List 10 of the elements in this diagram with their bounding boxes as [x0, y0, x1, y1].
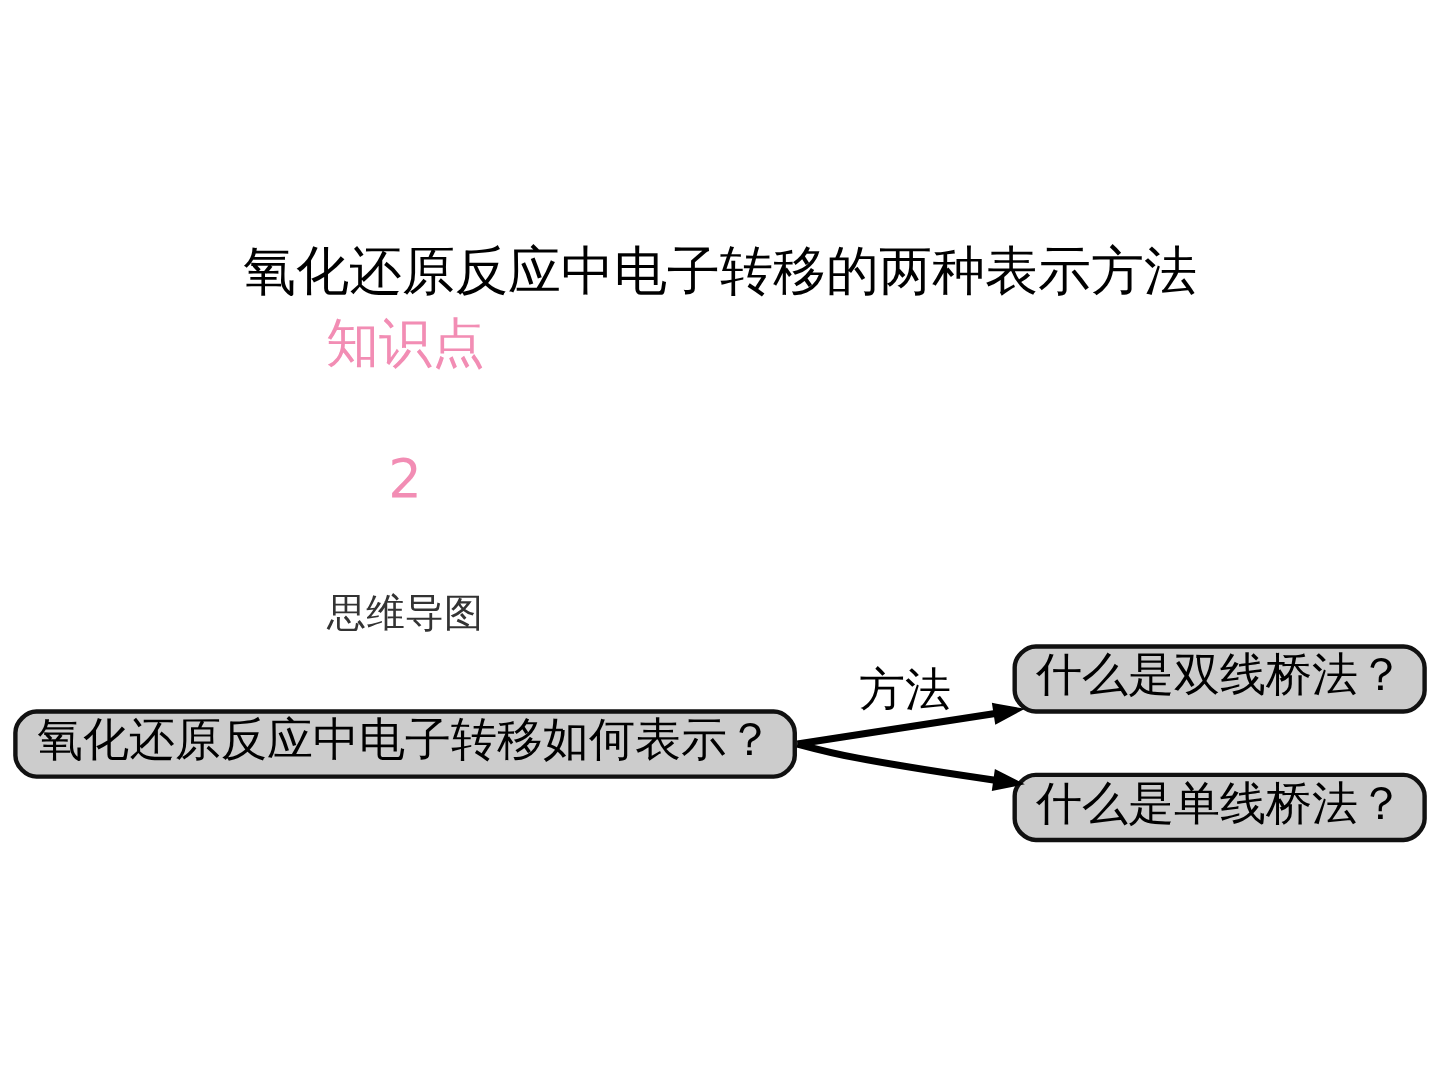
arrow	[796, 740, 1025, 791]
node-box: 什么是双线桥法？	[1012, 644, 1427, 714]
edge-label: 方法	[858, 663, 951, 717]
arrow	[796, 702, 1025, 748]
diagram-title: 氧化还原反应中电子转移的两种表示方法	[243, 240, 1197, 302]
node-box: 什么是单线桥法？	[1012, 772, 1427, 843]
label: 2	[388, 447, 422, 509]
label: 思维导图	[327, 589, 484, 635]
node-box: 氧化还原反应中电子转移如何表示？	[13, 709, 797, 779]
label: 知识点	[325, 314, 485, 373]
